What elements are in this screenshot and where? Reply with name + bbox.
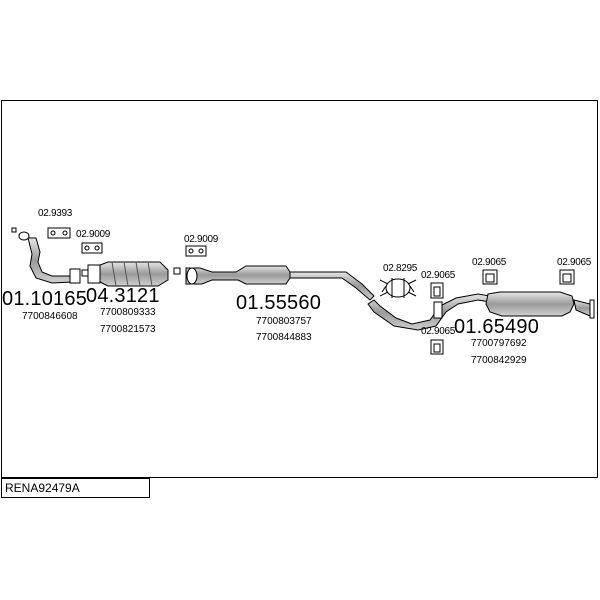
part-number: 7700821573 bbox=[100, 324, 156, 335]
mount-drawing bbox=[430, 269, 575, 355]
part-id-label: 01.55560 bbox=[236, 292, 322, 314]
fitting-label: 02.9009 bbox=[184, 234, 219, 245]
gasket-drawing bbox=[173, 245, 207, 275]
part-number: 7700844883 bbox=[256, 332, 312, 343]
fitting-label: 02.9065 bbox=[421, 326, 456, 337]
fitting-label: 02.8295 bbox=[383, 263, 418, 274]
reference-code: RENA92479A bbox=[1, 478, 150, 498]
part-number: 7700842929 bbox=[471, 355, 527, 366]
rear-silencer-drawing bbox=[367, 291, 595, 331]
part-id-label: 01.65490 bbox=[454, 316, 540, 338]
gasket-drawing bbox=[47, 227, 71, 239]
gasket-drawing bbox=[81, 242, 103, 277]
part-number: 7700797692 bbox=[471, 338, 527, 349]
fitting-label: 02.9393 bbox=[38, 208, 73, 219]
part-id-label: 01.10165 bbox=[2, 288, 88, 310]
catalytic-converter-drawing bbox=[87, 261, 169, 287]
part-id-label: 04.3121 bbox=[86, 285, 160, 307]
clamp-drawing bbox=[379, 278, 417, 298]
center-silencer-drawing bbox=[185, 265, 375, 301]
fitting-label: 02.9009 bbox=[76, 229, 111, 240]
front-pipe-drawing bbox=[11, 227, 81, 284]
fitting-label: 02.9065 bbox=[557, 257, 592, 268]
fitting-label: 02.9065 bbox=[472, 257, 507, 268]
part-number: 7700846608 bbox=[22, 311, 78, 322]
diagram-frame bbox=[1, 100, 598, 478]
fitting-label: 02.9065 bbox=[421, 270, 456, 281]
part-number: 7700803757 bbox=[256, 316, 312, 327]
part-number: 7700809333 bbox=[100, 307, 156, 318]
